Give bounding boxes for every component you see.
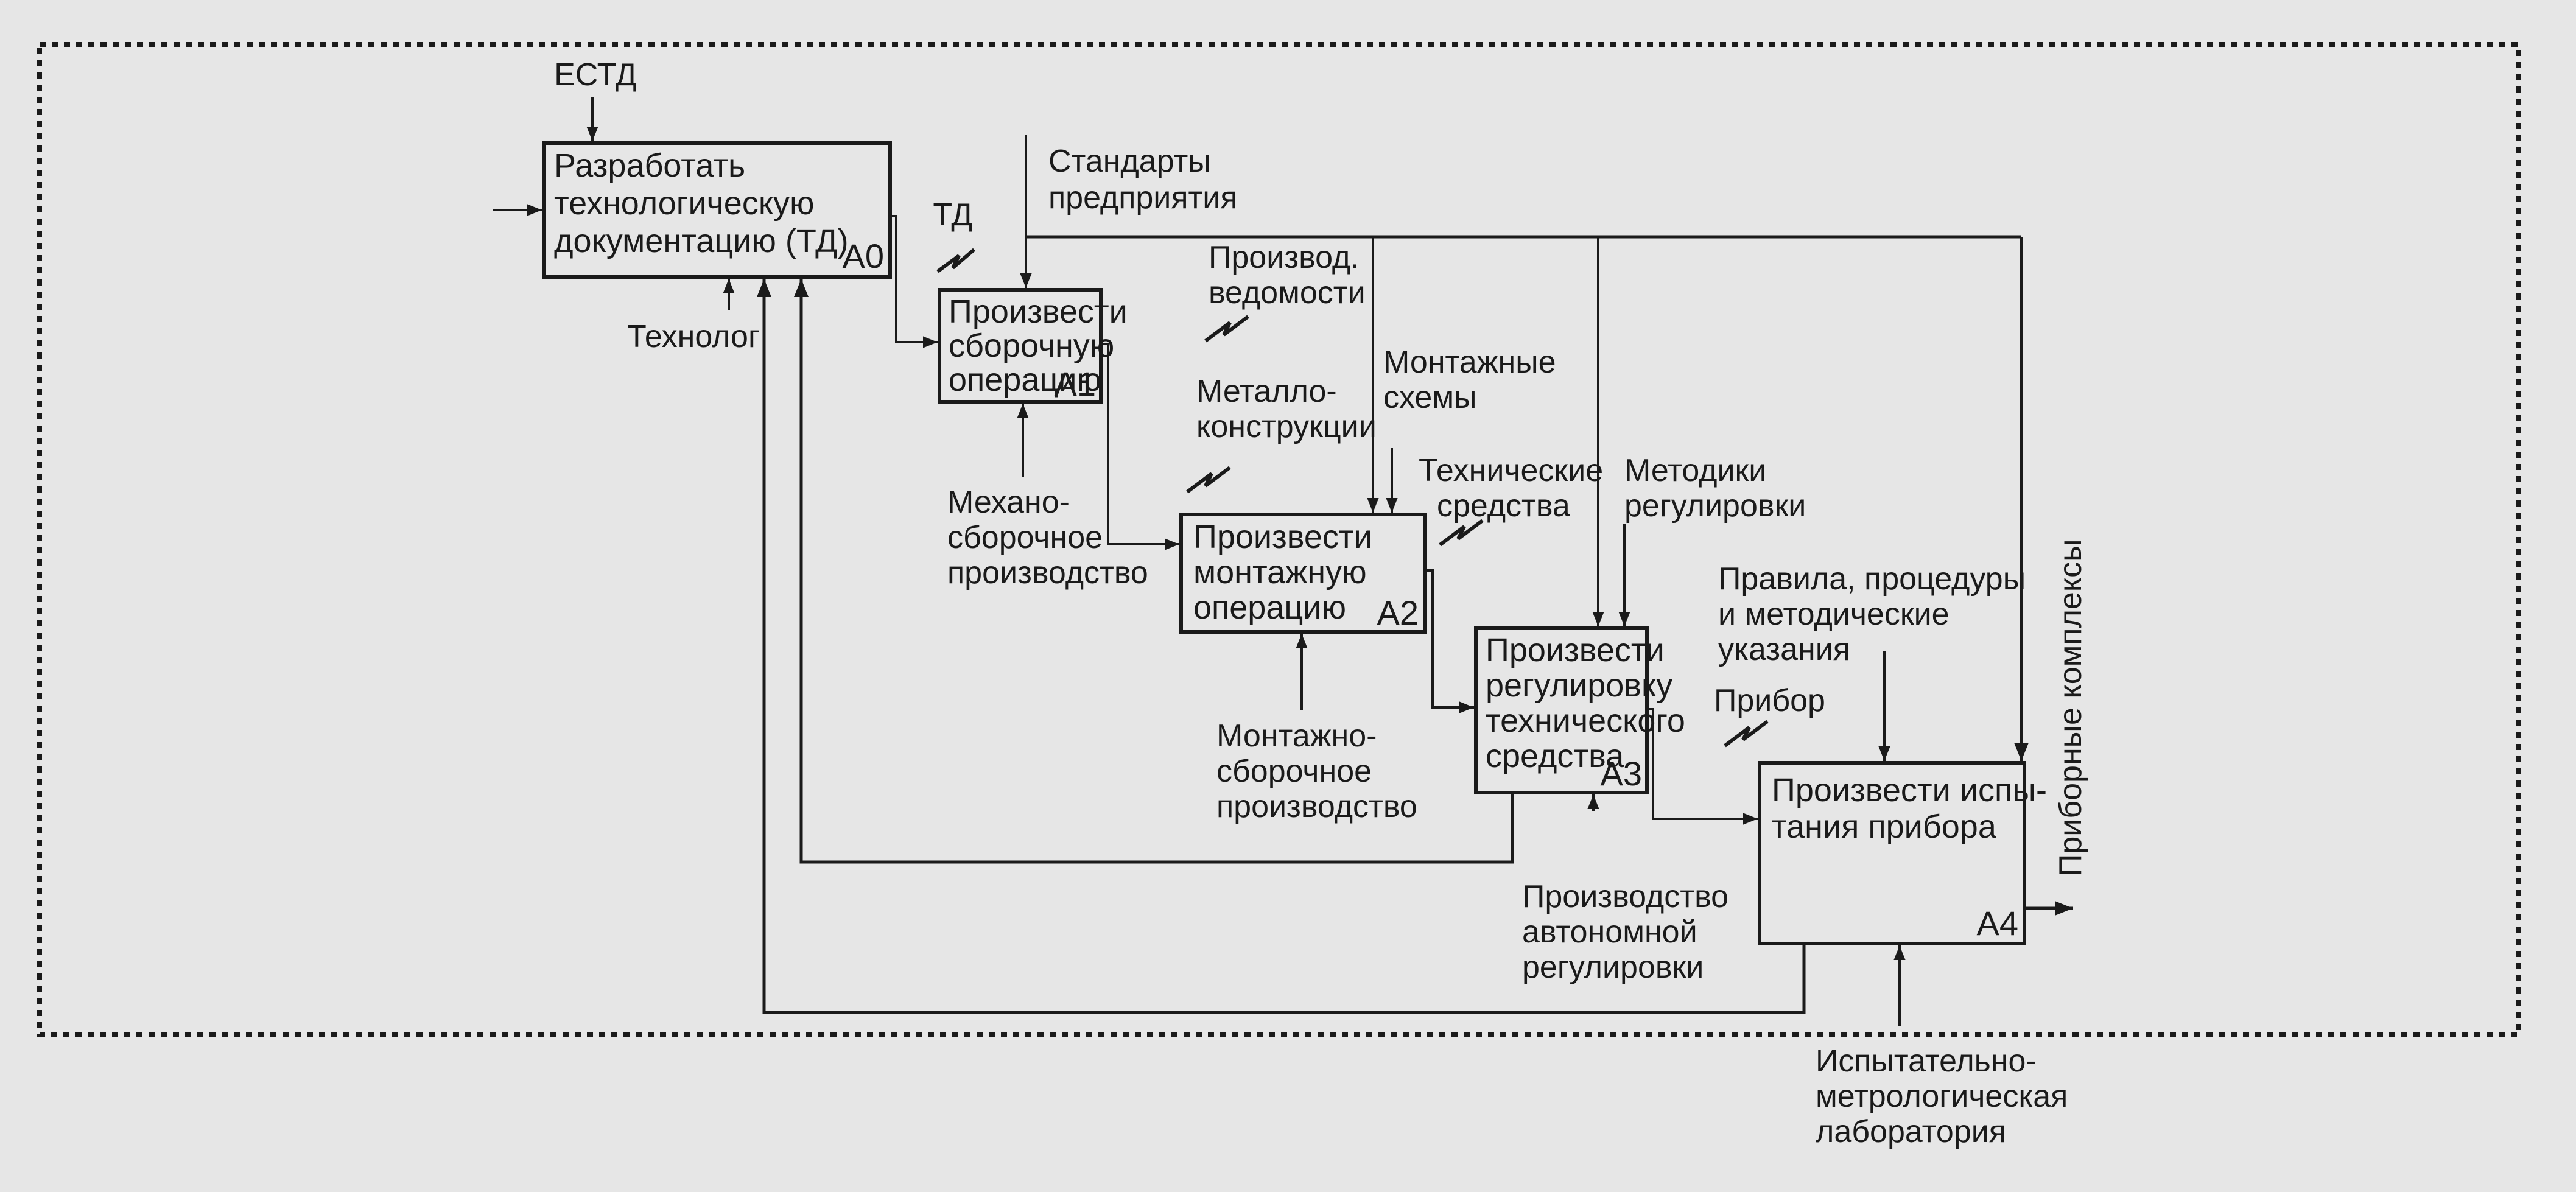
label-technologist: Технолог xyxy=(627,319,760,354)
label-methods: Методики регулировки xyxy=(1624,453,1806,524)
label-metal: Металло- конструкции xyxy=(1196,374,1377,444)
arrow-a0-to-a1 xyxy=(890,215,938,348)
box-a0[interactable]: Разработать технологическую документацию… xyxy=(542,141,892,279)
label-mount-assembly: Монтажно- сборочное производство xyxy=(1216,718,1417,824)
box-a2[interactable]: Произвести монтажную операцию A2 xyxy=(1179,513,1427,634)
label-output: Приборные комплексы xyxy=(2053,539,2088,877)
label-tech-means-line-1: Технические xyxy=(1419,453,1603,488)
box-a1[interactable]: Произвести сборочную операцию A1 xyxy=(938,288,1128,404)
label-standards-line-2: предприятия xyxy=(1048,180,1238,216)
box-a0-line-1: Разработать xyxy=(554,147,745,184)
label-rules-line-2: и методические xyxy=(1718,597,1950,632)
box-a4-rect xyxy=(1758,761,2026,945)
box-a3-line-3: технического xyxy=(1486,703,1685,739)
box-a4-line-1: Произвести испы- xyxy=(1772,772,2047,808)
label-prod-sheets-line-2: ведомости xyxy=(1209,275,1366,310)
label-estd: ЕСТД xyxy=(554,57,637,93)
label-lab-line-2: метрологическая xyxy=(1816,1079,2068,1114)
box-a0-line-3: документацию (ТД) xyxy=(554,223,849,259)
label-rules-line-1: Правила, процедуры xyxy=(1718,561,2026,597)
box-a4-line-2: тания прибора xyxy=(1772,808,1997,845)
box-a2-line-2: монтажную xyxy=(1193,554,1367,591)
label-mech-assembly-line-1: Механо- xyxy=(947,485,1070,520)
label-mount-schemes-line-2: схемы xyxy=(1383,380,1476,415)
box-a2-line-3: операцию xyxy=(1193,589,1346,626)
label-prod-sheets-line-1: Производ. xyxy=(1209,240,1360,275)
label-autonomous-line-2: автономной xyxy=(1522,914,1697,950)
box-a3-line-1: Произвести xyxy=(1486,632,1665,668)
feedback-a3-to-a0 xyxy=(794,279,1514,864)
arrow-a1-to-a2 xyxy=(1101,343,1179,550)
label-device: Прибор xyxy=(1714,683,1825,718)
box-a0-code: A0 xyxy=(843,237,885,275)
label-lab: Испытательно- метрологическая лаборатори… xyxy=(1816,1043,2068,1149)
box-a1-rect xyxy=(938,288,1103,404)
box-a3-code: A3 xyxy=(1601,754,1643,793)
label-tech-means: Технические средства xyxy=(1419,453,1603,524)
box-a4-code: A4 xyxy=(1977,904,2019,942)
label-autonomous-line-1: Производство xyxy=(1522,879,1728,914)
label-mech-assembly-line-3: производство xyxy=(947,555,1148,591)
label-standards: Стандарты предприятия xyxy=(1048,144,1238,216)
label-mech-assembly: Механо- сборочное производство xyxy=(947,485,1148,591)
box-a1-code: A1 xyxy=(1055,365,1097,403)
label-mount-schemes-line-1: Монтажные xyxy=(1383,345,1556,380)
tunnel-mark-device xyxy=(1724,720,1769,748)
box-a0-line-2: технологическую xyxy=(554,185,815,222)
label-methods-line-2: регулировки xyxy=(1624,488,1806,524)
label-methods-line-1: Методики xyxy=(1624,453,1766,488)
label-mount-assembly-line-3: производство xyxy=(1216,789,1417,824)
box-a1-line-1: Произвести xyxy=(949,293,1128,330)
box-a1-line-2: сборочную xyxy=(949,328,1114,364)
tunnel-mark-metal xyxy=(1186,466,1231,494)
label-lab-line-1: Испытательно- xyxy=(1816,1043,2037,1079)
box-a1-line-3: операцию xyxy=(949,362,1101,398)
label-metal-line-2: конструкции xyxy=(1196,409,1377,444)
box-a2-rect xyxy=(1179,513,1427,634)
arrow-a2-to-a3 xyxy=(1425,569,1474,713)
label-mount-assembly-line-2: сборочное xyxy=(1216,754,1372,789)
box-a2-line-1: Произвести xyxy=(1193,519,1372,555)
label-mech-assembly-line-2: сборочное xyxy=(947,520,1103,555)
label-metal-line-1: Металло- xyxy=(1196,374,1337,409)
label-lab-line-3: лаборатория xyxy=(1816,1114,2006,1149)
label-td: ТД xyxy=(933,197,972,233)
label-mount-assembly-line-1: Монтажно- xyxy=(1216,718,1377,754)
label-standards-line-1: Стандарты xyxy=(1048,144,1211,179)
box-a3-line-2: регулировку xyxy=(1486,667,1672,704)
diagram-frame xyxy=(37,42,2521,1037)
tunnel-mark-prod-sheets xyxy=(1204,315,1249,343)
tunnel-mark-td xyxy=(936,248,975,273)
label-autonomous-line-3: регулировки xyxy=(1522,950,1704,985)
label-rules: Правила, процедуры и методические указан… xyxy=(1718,561,2026,667)
box-a0-rect xyxy=(542,141,892,279)
label-mount-schemes: Монтажные схемы xyxy=(1383,345,1556,415)
label-autonomous: Производство автономной регулировки xyxy=(1522,879,1728,985)
feedback-a4-to-a0 xyxy=(757,279,1806,1014)
box-a2-code: A2 xyxy=(1377,594,1419,632)
box-a4[interactable]: Произвести испы- тания прибора A4 xyxy=(1758,761,2047,945)
label-tech-means-line-2: средства xyxy=(1437,488,1570,524)
arrow-a3-to-a4 xyxy=(1647,708,1758,825)
label-prod-sheets: Производ. ведомости xyxy=(1209,240,1366,310)
tunnel-mark-tech-means xyxy=(1439,519,1484,547)
label-rules-line-3: указания xyxy=(1718,632,1850,667)
box-a3-line-4: средства xyxy=(1486,738,1624,774)
